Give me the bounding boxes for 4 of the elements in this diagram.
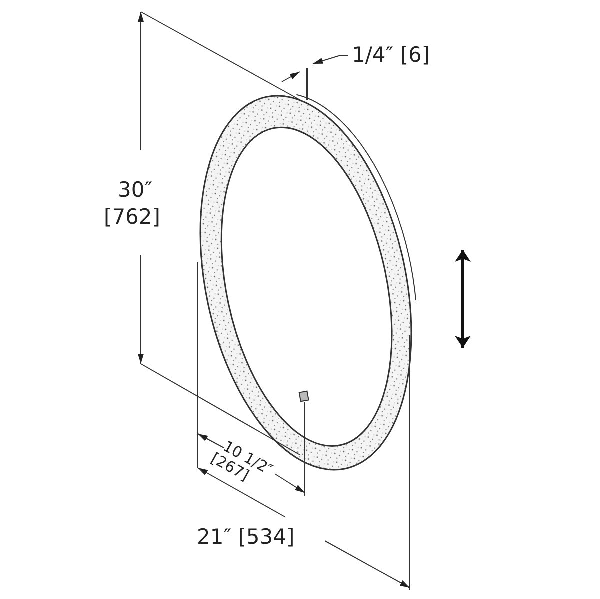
dimension-label: [762] [104, 207, 160, 228]
dimension-label: 30″ [118, 180, 153, 201]
dimension-label: 1/4″ [6] [352, 45, 430, 66]
dimension-label: 21″ [534] [197, 527, 295, 548]
